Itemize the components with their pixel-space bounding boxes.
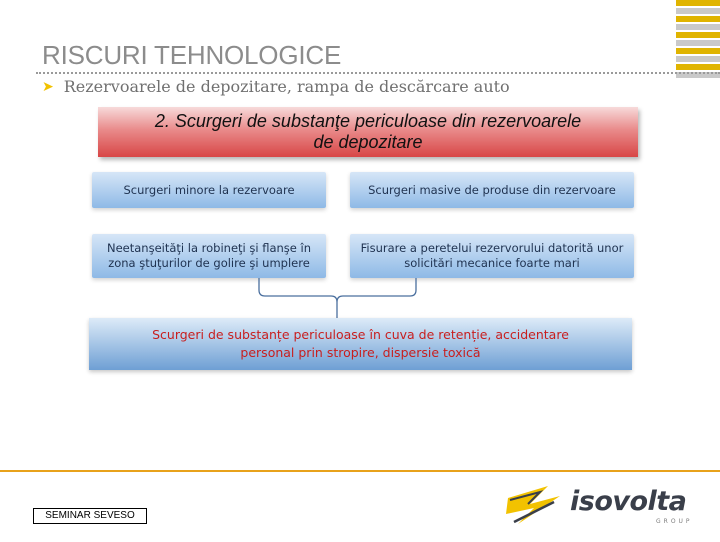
slide-subtitle: ➤ Rezervoarele de depozitare, rampa de d…	[42, 77, 510, 96]
section-header-line2: de depozitare	[313, 132, 423, 152]
logo-wordmark: isovolta	[570, 486, 687, 517]
result-box: Scurgeri de substanțe periculoase în cuv…	[89, 318, 632, 370]
cause-box-text: Scurgeri masive de produse din rezervoar…	[368, 182, 616, 197]
cause-box-wall-cracks: Fisurare a peretelui rezervorului datori…	[350, 234, 634, 278]
corner-stripes-decoration	[676, 0, 720, 78]
slide-title: RISCURI TEHNOLOGICE	[42, 40, 342, 70]
subtitle-text: Rezervoarele de depozitare, rampa de des…	[63, 77, 510, 96]
cause-box-text-line1: Neetanşeităţi la robineţi şi flanşe în	[106, 241, 312, 255]
cause-box-minor-leaks: Scurgeri minore la rezervoare	[92, 172, 326, 208]
cause-box-text: Scurgeri minore la rezervoare	[123, 182, 295, 197]
cause-box-text-line2: solicitări mecanice foarte mari	[404, 256, 580, 270]
cause-box-massive-leaks: Scurgeri masive de produse din rezervoar…	[350, 172, 634, 208]
section-header-box: 2. Scurgeri de substanţe periculoase din…	[98, 107, 638, 157]
logo-group-label: GROUP	[656, 518, 693, 525]
arrow-bullet-icon: ➤	[42, 78, 54, 95]
cause-box-valve-leaks: Neetanşeităţi la robineţi şi flanşe în z…	[92, 234, 326, 278]
title-divider	[36, 72, 720, 74]
cause-box-text-line1: Fisurare a peretelui rezervorului datori…	[360, 241, 624, 255]
merge-bracket-connector	[258, 278, 417, 318]
cause-box-text-line2: zona ştuţurilor de golire şi umplere	[108, 256, 310, 270]
footer-seminar-label: SEMINAR SEVESO	[33, 508, 147, 524]
result-text-line2: personal prin stropire, dispersie toxică	[240, 345, 481, 360]
result-text-line1: Scurgeri de substanțe periculoase în cuv…	[152, 327, 569, 342]
footer-band	[0, 470, 720, 542]
isovolta-logo-mark-icon	[506, 486, 560, 524]
section-header-line1: 2. Scurgeri de substanţe periculoase din…	[154, 111, 582, 131]
